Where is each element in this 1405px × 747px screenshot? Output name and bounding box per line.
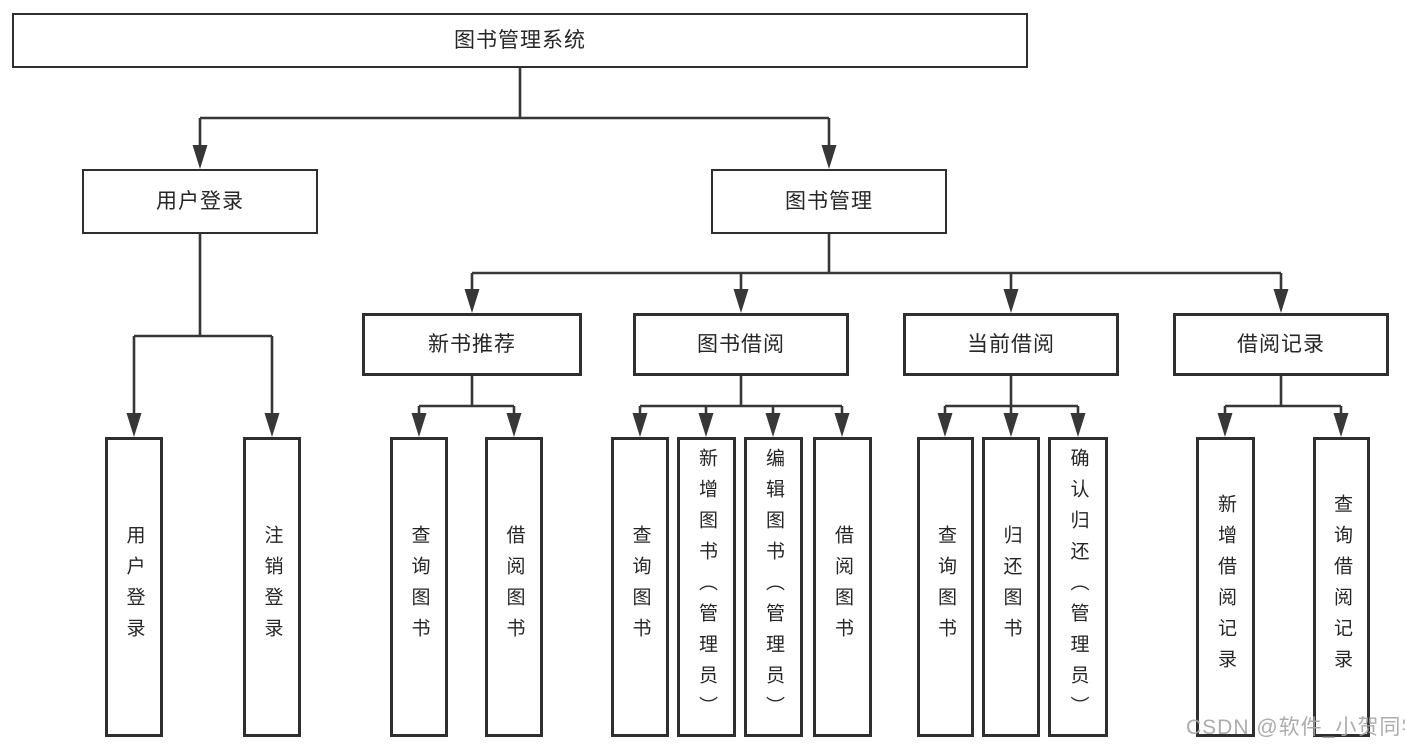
- node-user-login: 用户登录: [82, 169, 318, 234]
- leaf-query-books-recommend: 查询图书: [390, 437, 448, 737]
- leaf-user-login: 用户登录: [105, 437, 163, 737]
- node-label: 新增图书（管理员）: [696, 447, 717, 727]
- node-label: 图书管理系统: [454, 29, 586, 52]
- node-label: 图书管理: [785, 190, 873, 213]
- leaf-borrow-books-recommend: 借阅图书: [485, 437, 543, 737]
- node-label: 用户登录: [123, 525, 145, 649]
- leaf-edit-books-admin: 编辑图书（管理员）: [744, 437, 803, 737]
- node-label: 借阅图书: [832, 525, 853, 649]
- connector-root-to-level1: [198, 68, 831, 147]
- node-book-management: 图书管理: [711, 169, 947, 234]
- node-label: 借阅图书: [503, 525, 525, 649]
- node-label: 查询图书: [935, 525, 956, 649]
- node-label: 归还图书: [1000, 525, 1022, 649]
- leaf-add-borrowing-record: 新增借阅记录: [1196, 437, 1255, 737]
- connector-current-borrowing-to-leaves: [943, 376, 1080, 415]
- node-label: 查询借阅记录: [1331, 494, 1352, 680]
- node-label: 新书推荐: [428, 333, 516, 356]
- node-label: 查询图书: [629, 525, 651, 649]
- node-label: 图书借阅: [697, 333, 785, 356]
- node-book-borrowing: 图书借阅: [633, 313, 849, 376]
- leaf-add-books-admin: 新增图书（管理员）: [677, 437, 736, 737]
- connector-new-book-recommendation-to-leaves: [417, 376, 516, 415]
- leaf-borrow-books-borrowing: 借阅图书: [813, 437, 872, 737]
- node-label: 当前借阅: [967, 333, 1055, 356]
- node-label: 借阅记录: [1237, 333, 1325, 356]
- leaf-confirm-return-admin: 确认归还（管理员）: [1048, 437, 1108, 737]
- node-label: 编辑图书（管理员）: [763, 447, 784, 727]
- node-new-book-recommendation: 新书推荐: [362, 313, 582, 376]
- connector-book-management-to-level2: [470, 234, 1283, 291]
- node-borrowing-records: 借阅记录: [1173, 313, 1389, 376]
- leaf-query-books-current: 查询图书: [917, 437, 974, 737]
- connector-borrowing-records-to-leaves: [1223, 376, 1343, 415]
- connector-book-borrowing-to-leaves: [638, 376, 844, 415]
- node-current-borrowing: 当前借阅: [903, 313, 1119, 376]
- node-label: 注销登录: [261, 525, 283, 649]
- arrowheads: [126, 145, 1349, 437]
- node-label: 新增借阅记录: [1215, 494, 1236, 680]
- node-label: 用户登录: [156, 190, 244, 213]
- node-label: 查询图书: [408, 525, 430, 649]
- node-library-management-system: 图书管理系统: [12, 13, 1028, 68]
- node-label: 确认归还（管理员）: [1067, 447, 1089, 727]
- leaf-logout-login: 注销登录: [243, 437, 301, 737]
- connector-user-login-to-leaves: [132, 234, 274, 415]
- leaf-query-books-borrowing: 查询图书: [611, 437, 669, 737]
- leaf-return-books: 归还图书: [982, 437, 1040, 737]
- leaf-query-borrowing-record: 查询借阅记录: [1313, 437, 1370, 737]
- watermark-text: CSDN @软件_小贺同学: [1186, 716, 1405, 739]
